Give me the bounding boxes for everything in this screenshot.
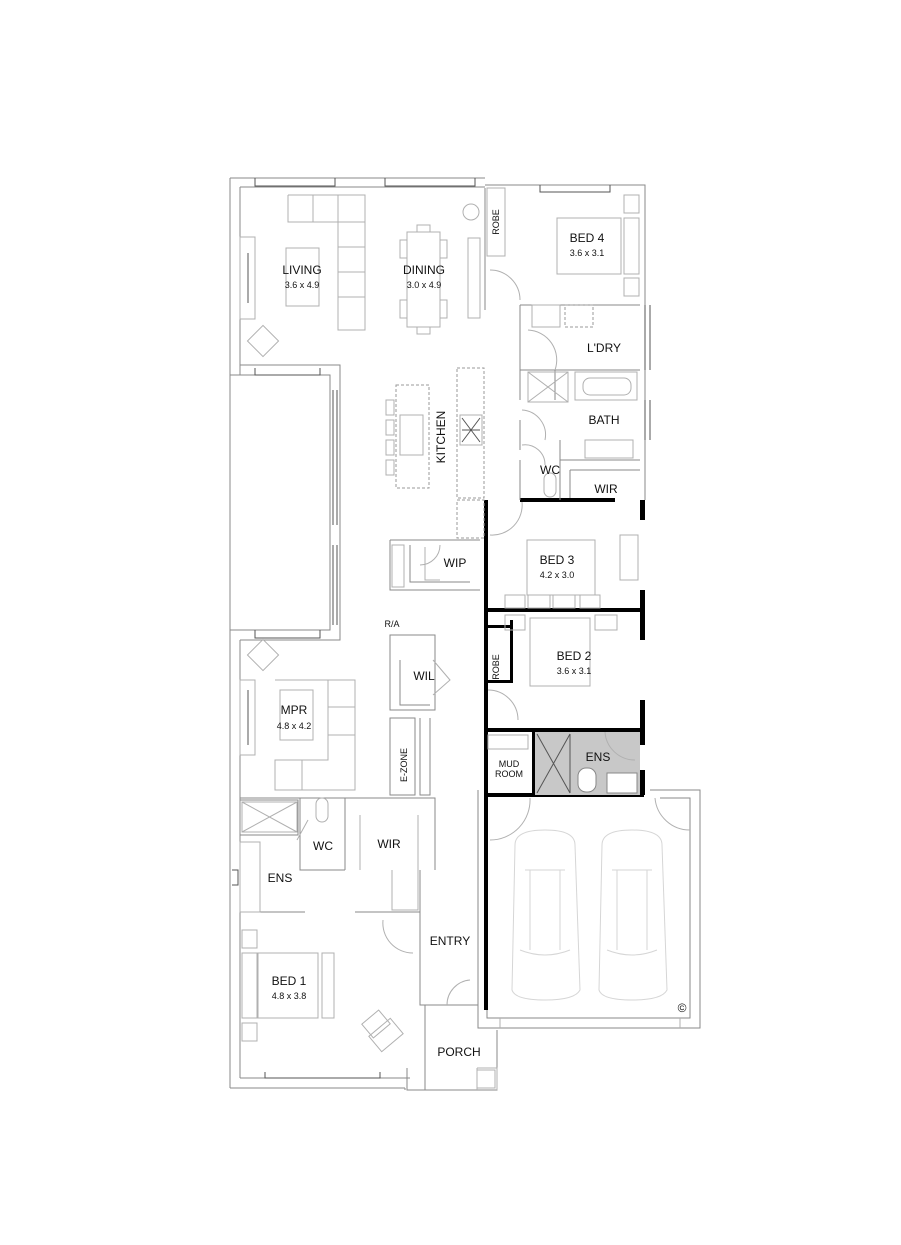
bed3-dims: 4.2 x 3.0 <box>540 570 575 580</box>
mpr-dims: 4.8 x 4.2 <box>277 721 312 731</box>
wir-lower-label: WIR <box>377 837 401 851</box>
bed3-label: BED 3 <box>540 553 575 567</box>
entry-label: ENTRY <box>430 934 470 948</box>
dining-dims: 3.0 x 4.9 <box>407 280 442 290</box>
robe-bed2-label: ROBE <box>491 654 501 680</box>
robe-bed4-label: ROBE <box>491 209 501 235</box>
bed4-dims: 3.6 x 3.1 <box>570 248 605 258</box>
ra-label: R/A <box>384 619 399 629</box>
bed1-dims: 4.8 x 3.8 <box>272 991 307 1001</box>
bed4-label: BED 4 <box>570 231 605 245</box>
mpr-label: MPR <box>281 703 308 717</box>
porch-label: PORCH <box>437 1045 480 1059</box>
bath-label: BATH <box>588 413 619 427</box>
bed2-dims: 3.6 x 3.1 <box>557 666 592 676</box>
wc-lower-label: WC <box>313 839 333 853</box>
doors <box>296 269 691 1006</box>
furniture <box>239 187 640 1089</box>
ens-bed2-label: ENS <box>586 750 611 764</box>
ldry-label: L'DRY <box>587 341 621 355</box>
cars <box>511 829 668 1001</box>
bed2-label: BED 2 <box>557 649 592 663</box>
wir-upper-label: WIR <box>594 482 618 496</box>
mudroom-label-2: ROOM <box>495 769 523 779</box>
wil-label: WIL <box>413 669 435 683</box>
room-labels: LIVING 3.6 x 4.9 DINING 3.0 x 4.9 ROBE B… <box>268 209 687 1059</box>
living-dims: 3.6 x 4.9 <box>285 280 320 290</box>
dining-label: DINING <box>403 263 445 277</box>
living-label: LIVING <box>282 263 321 277</box>
kitchen-label: KITCHEN <box>434 411 448 464</box>
mudroom-label-1: MUD <box>499 759 520 769</box>
wc-upper-label: WC <box>540 463 560 477</box>
ens-bed1-label: ENS <box>268 871 293 885</box>
wip-label: WIP <box>444 556 467 570</box>
ezone-label: E-ZONE <box>399 748 409 782</box>
copyright-symbol: © <box>678 1001 687 1015</box>
outer-walls <box>229 177 701 1091</box>
thick-walls <box>484 498 645 1010</box>
bed1-label: BED 1 <box>272 974 307 988</box>
